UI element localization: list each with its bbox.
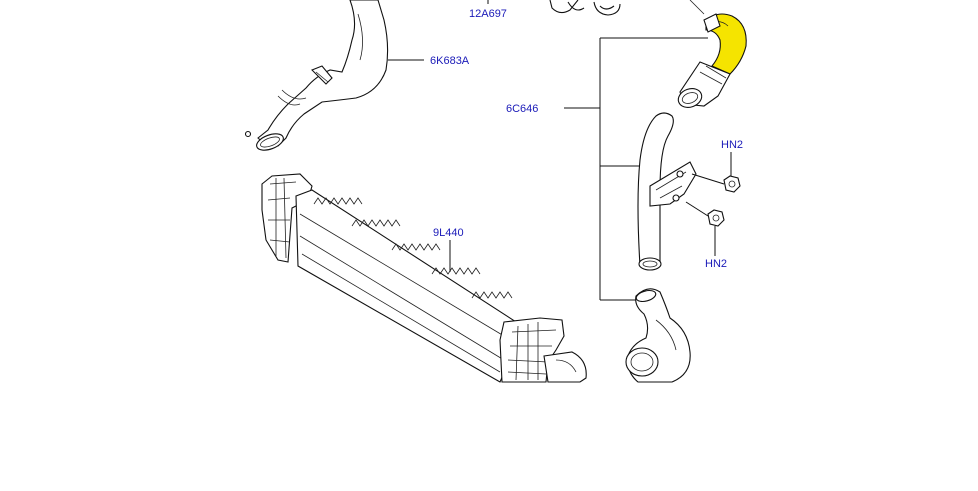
part-label-6k683a[interactable]: 6K683A [430, 55, 470, 67]
part-label-12a697[interactable]: 12A697 [469, 8, 507, 20]
leader-6c646 [564, 37, 708, 301]
hose-6c646-lower[interactable] [625, 288, 691, 383]
nut-hn2-bottom[interactable] [685, 201, 725, 256]
hose-6k683a[interactable] [244, 0, 389, 153]
part-label-9l440[interactable]: 9L440 [433, 227, 464, 239]
part-label-6c646[interactable]: 6C646 [506, 103, 538, 115]
hose-6c646-upper-highlighted[interactable] [676, 13, 747, 111]
clamp-fittings-top [549, 0, 705, 16]
part-label-hn2-top[interactable]: HN2 [721, 139, 743, 151]
part-label-hn2-bottom[interactable]: HN2 [705, 258, 727, 270]
nut-hn2-top[interactable] [691, 152, 741, 193]
pipe-6c646-middle[interactable] [637, 112, 697, 271]
intercooler-9l440[interactable] [261, 173, 587, 383]
